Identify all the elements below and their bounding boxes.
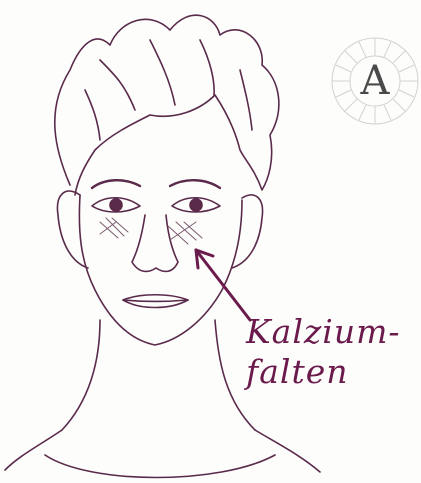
- right-hatching: [168, 222, 202, 244]
- annotation-line-2: falten: [246, 352, 401, 392]
- right-eyebrow: [170, 180, 220, 188]
- right-iris: [190, 199, 202, 211]
- left-iris: [110, 199, 122, 211]
- hair-outline: [55, 15, 279, 195]
- mouth-line: [123, 300, 188, 302]
- annotation-line-1: Kalzium-: [246, 312, 401, 352]
- right-shoulder: [255, 430, 320, 472]
- arrow-shaft: [196, 250, 250, 320]
- badge: A: [324, 30, 421, 132]
- badge-letter: A: [324, 30, 421, 132]
- left-hatching: [100, 218, 128, 238]
- left-eyebrow: [92, 180, 140, 188]
- annotation-label: Kalzium- falten: [246, 312, 401, 392]
- collar: [45, 455, 275, 478]
- neck-left: [62, 320, 100, 430]
- left-shoulder: [5, 430, 62, 470]
- right-ear: [232, 195, 263, 268]
- hair-strands: [85, 40, 252, 140]
- nose: [132, 215, 178, 271]
